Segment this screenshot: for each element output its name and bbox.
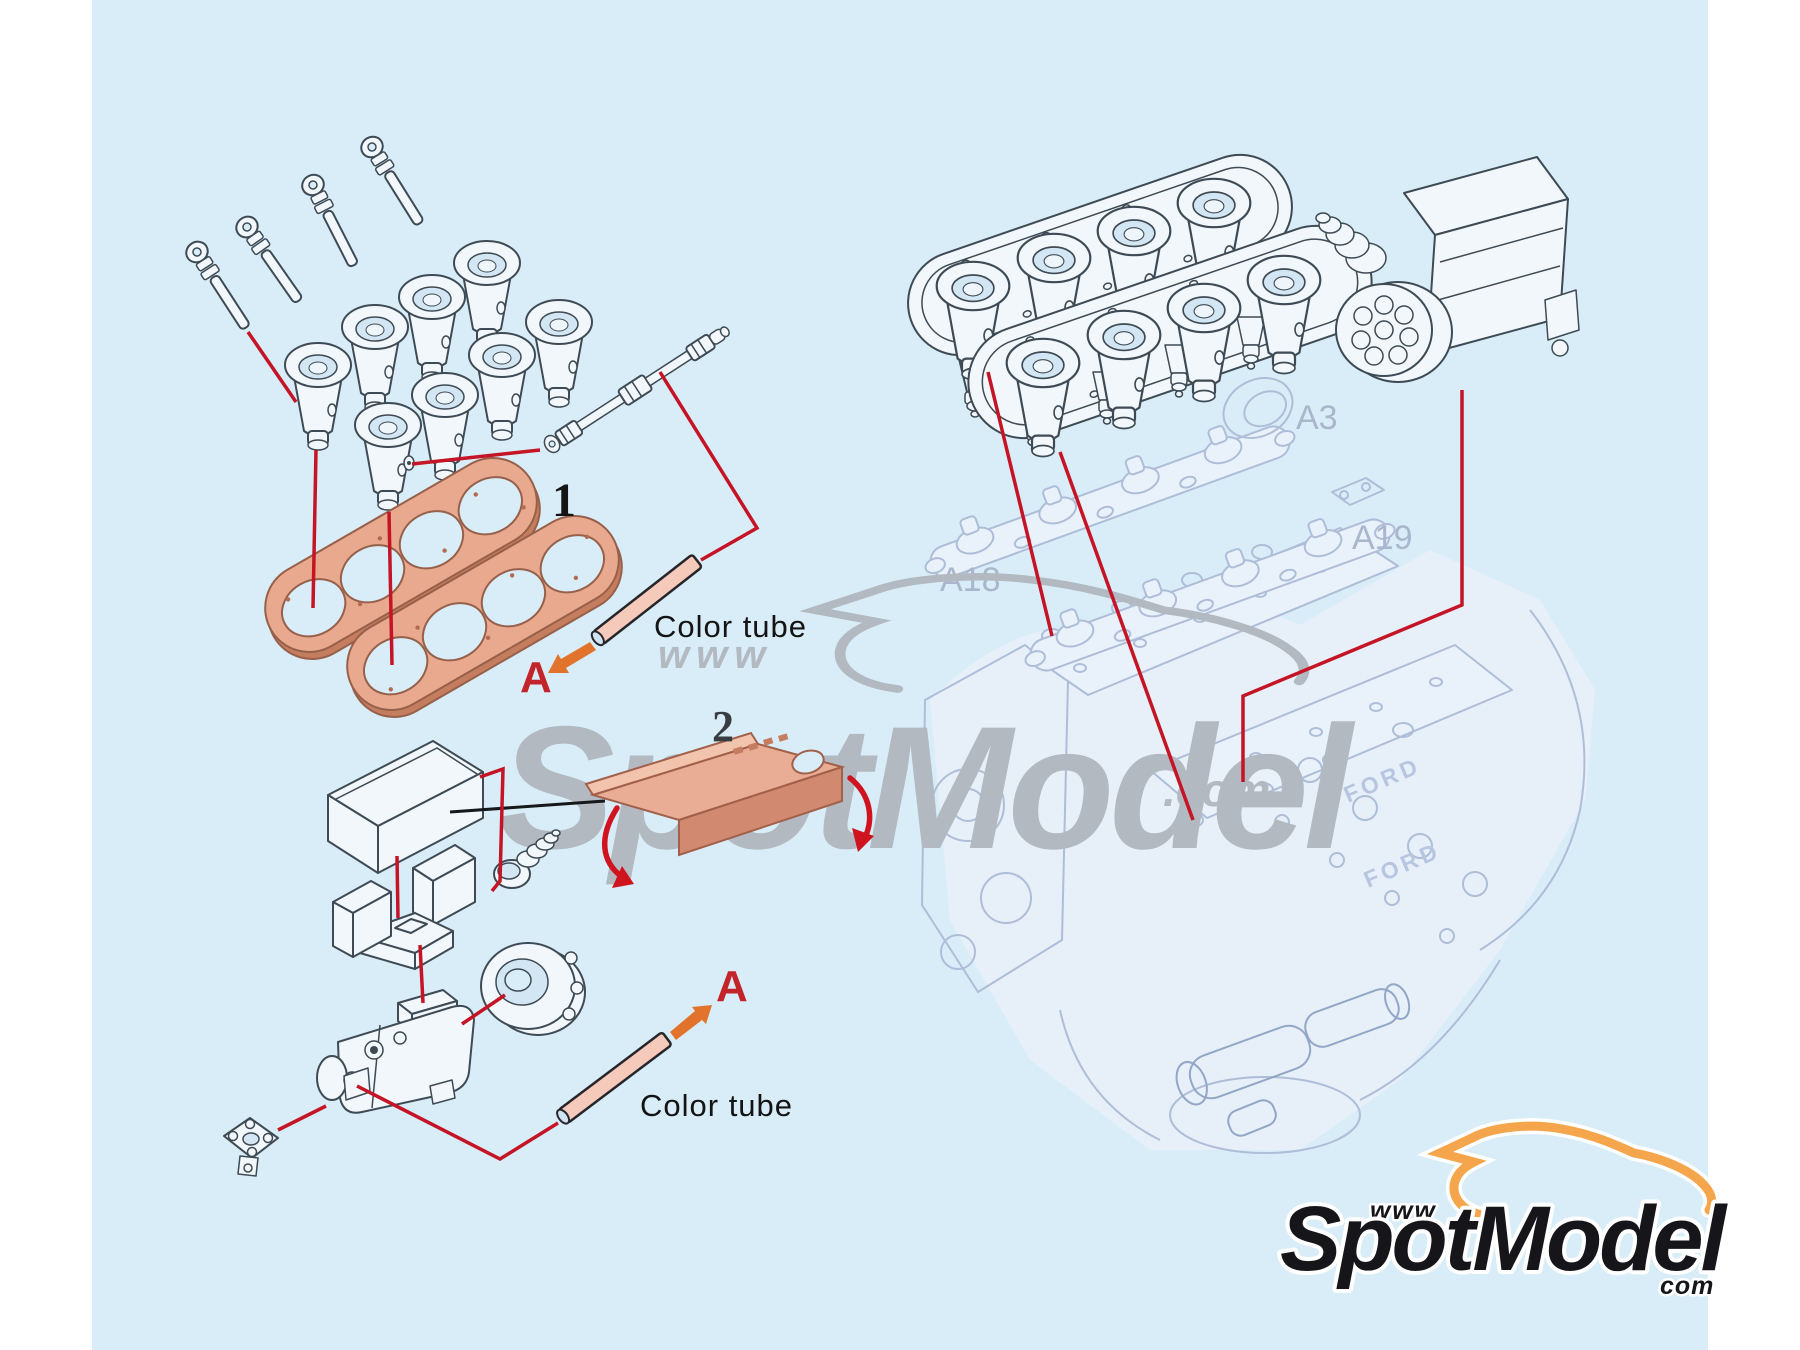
collar-a3	[1222, 377, 1294, 439]
watermark-www: www	[658, 633, 772, 677]
trumpet-bank-upper	[907, 153, 1293, 418]
fuel-hose	[543, 326, 730, 454]
oil-pump-ghost	[1175, 983, 1411, 1137]
arrow-to-a-2	[670, 1005, 712, 1040]
logo-domain: com	[1660, 1272, 1714, 1300]
photoetch-fold-part	[584, 731, 846, 857]
pointer-line	[449, 799, 606, 814]
label-a3: A3	[1296, 399, 1338, 437]
fold-arrows	[602, 775, 874, 888]
color-tube-part-2	[556, 1031, 672, 1125]
pump-end-fitting	[223, 1117, 279, 1177]
mount-screw	[493, 829, 561, 889]
logo-www: www	[1370, 1195, 1437, 1225]
marker-a-2: A	[716, 962, 748, 1011]
trumpet-cluster	[284, 240, 593, 511]
gasket-plate-2	[346, 515, 620, 711]
pump-bracket	[332, 844, 476, 970]
marker-a-1: A	[520, 653, 552, 702]
watermark-domain: .com	[1163, 764, 1270, 816]
fuel-rail-a19	[1024, 518, 1396, 672]
ghosted-engine-assembly: FORD FORD	[921, 377, 1595, 1154]
metering-unit	[316, 942, 586, 1114]
leader-lines	[246, 331, 1464, 1162]
color-tube-part-1	[590, 554, 703, 647]
direction-arrows	[548, 642, 712, 1040]
arrow-to-a-1	[548, 642, 596, 673]
step-2-label: 2	[712, 702, 734, 751]
label-a19: A19	[1352, 519, 1413, 557]
gasket-plates	[264, 457, 623, 718]
step-1-label: 1	[552, 474, 576, 527]
logo-brand: SpotModel	[1280, 1188, 1729, 1290]
spotmodel-logo: www SpotModel com	[1276, 1126, 1736, 1303]
coil-box	[327, 740, 484, 874]
color-tube-label-1: Color tube	[654, 609, 807, 644]
distributor	[1315, 156, 1580, 383]
fuel-rail-a18	[924, 425, 1296, 579]
color-tube-label-2: Color tube	[640, 1088, 793, 1123]
callouts: 1 2 A A Color tube Color tube	[520, 474, 807, 1123]
gasket-plate-1	[264, 457, 538, 653]
